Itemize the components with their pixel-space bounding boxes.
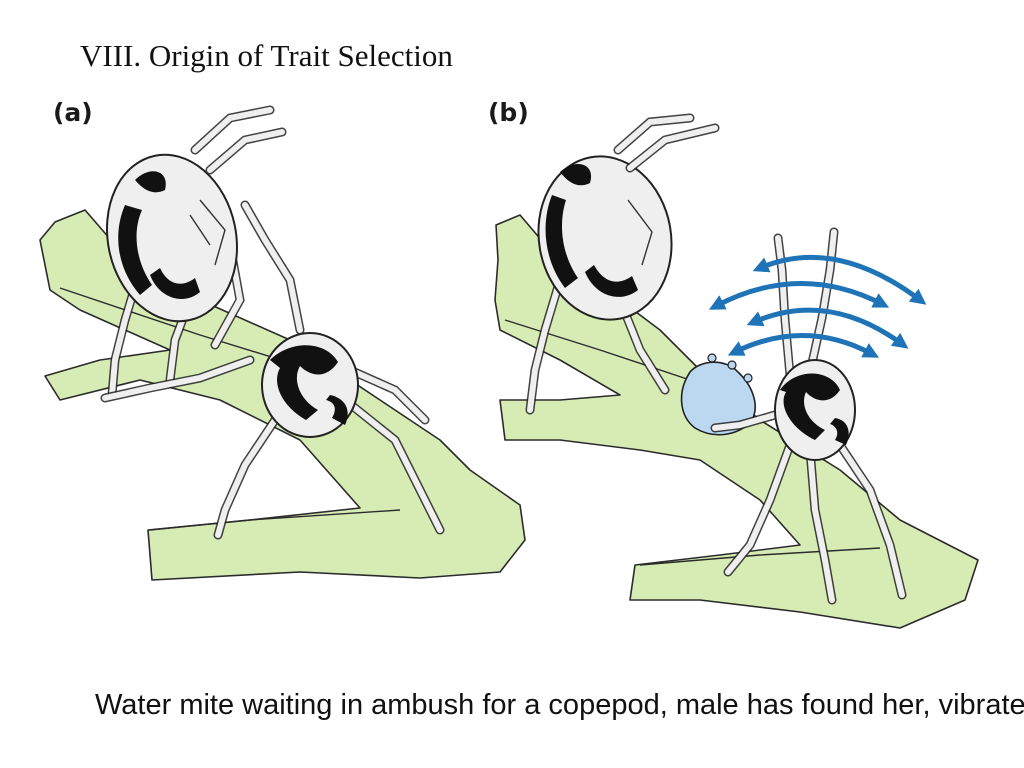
vibration-arrow-1 bbox=[752, 254, 927, 305]
vibration-arrow-2 bbox=[708, 281, 890, 310]
vibration-arrow-3 bbox=[746, 307, 909, 349]
panel-a-illustration bbox=[39, 105, 526, 581]
slide-title: VIII. Origin of Trait Selection bbox=[80, 38, 453, 73]
panel-label-b: (b) bbox=[488, 98, 529, 127]
male-mite-a bbox=[100, 200, 445, 540]
panel-label-a: (a) bbox=[53, 98, 93, 127]
vibration-arrows bbox=[708, 254, 927, 358]
vibration-arrow-4 bbox=[727, 333, 880, 358]
female-mite-a bbox=[106, 105, 287, 400]
panel-b-illustration bbox=[494, 113, 979, 629]
female-mite-b bbox=[525, 113, 720, 415]
slide-caption: Water mite waiting in ambush for a copep… bbox=[95, 689, 1024, 721]
